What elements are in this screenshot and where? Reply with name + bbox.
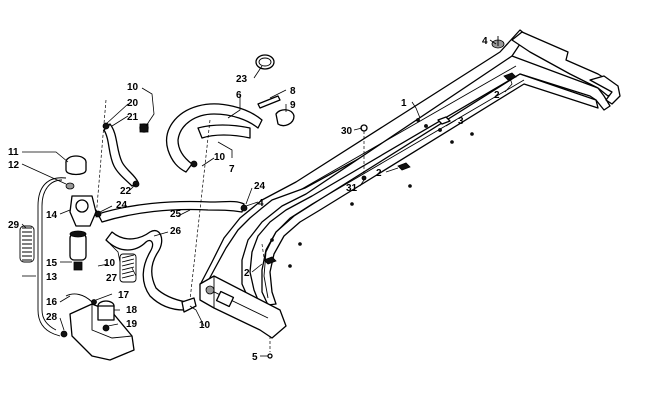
callout-25: 25 xyxy=(170,209,182,220)
callout-21: 21 xyxy=(127,112,139,123)
callout-15: 15 xyxy=(46,258,58,269)
callout-27: 27 xyxy=(106,273,118,284)
alignment-lines xyxy=(95,99,265,301)
upper-coolant-hose xyxy=(139,103,263,173)
callout-29: 29 xyxy=(8,220,20,231)
callout-9: 9 xyxy=(290,100,296,111)
callout-10-bottom: 10 xyxy=(199,320,211,331)
callout-30: 30 xyxy=(341,126,353,137)
callout-22: 22 xyxy=(120,186,132,197)
callout-10-left: 10 xyxy=(104,258,116,269)
hose-spring xyxy=(119,253,137,283)
callout-23: 23 xyxy=(236,74,248,85)
callout-4-side: 4 xyxy=(258,198,264,209)
callout-5: 5 xyxy=(252,352,258,363)
rear-clamp xyxy=(181,297,197,313)
callout-19: 19 xyxy=(126,319,138,330)
callout-13: 13 xyxy=(46,272,58,283)
bolt-and-clip xyxy=(257,95,295,127)
callout-10-top: 10 xyxy=(127,82,139,93)
callout-26: 26 xyxy=(170,226,182,237)
callout-20: 20 xyxy=(127,98,139,109)
callout-17: 17 xyxy=(118,290,130,301)
cooling-rail xyxy=(199,29,621,339)
callout-3: 3 xyxy=(458,116,464,127)
filler-neck xyxy=(65,155,97,271)
callout-24-left: 24 xyxy=(116,200,128,211)
hose-clamps xyxy=(94,160,248,218)
bottom-screw xyxy=(267,336,273,359)
callout-31: 31 xyxy=(346,183,358,194)
callout-7: 7 xyxy=(229,164,235,175)
callout-2-front: 2 xyxy=(494,90,500,101)
top-bolt xyxy=(491,36,505,49)
callout-10-mid: 10 xyxy=(214,152,226,163)
rail-clips xyxy=(263,72,517,265)
callout-2-rear: 2 xyxy=(244,268,250,279)
overflow-tube xyxy=(19,177,67,337)
rivet-fastener xyxy=(360,124,368,181)
callout-28: 28 xyxy=(46,312,58,323)
callout-12: 12 xyxy=(8,160,20,171)
callout-2-middle: 2 xyxy=(376,168,382,179)
radiator-hose xyxy=(97,200,245,223)
rivet-holes xyxy=(270,118,474,268)
reservoir-fittings xyxy=(60,293,97,338)
callout-11: 11 xyxy=(8,147,19,158)
coolant-reservoir xyxy=(69,300,135,361)
callout-8: 8 xyxy=(290,86,296,97)
callout-18: 18 xyxy=(126,305,138,316)
bypass-hose xyxy=(102,122,140,188)
callout-24-right: 24 xyxy=(254,181,266,192)
callout-4-top: 4 xyxy=(482,36,488,47)
callout-labels: 1 2 2 2 3 4 4 5 6 7 8 9 10 10 10 10 11 1… xyxy=(8,36,500,363)
callout-1: 1 xyxy=(401,98,407,109)
callout-16: 16 xyxy=(46,297,58,308)
band-clamp xyxy=(255,54,275,70)
callout-14: 14 xyxy=(46,210,58,221)
leader-lines xyxy=(21,39,513,357)
callout-6: 6 xyxy=(236,90,242,101)
